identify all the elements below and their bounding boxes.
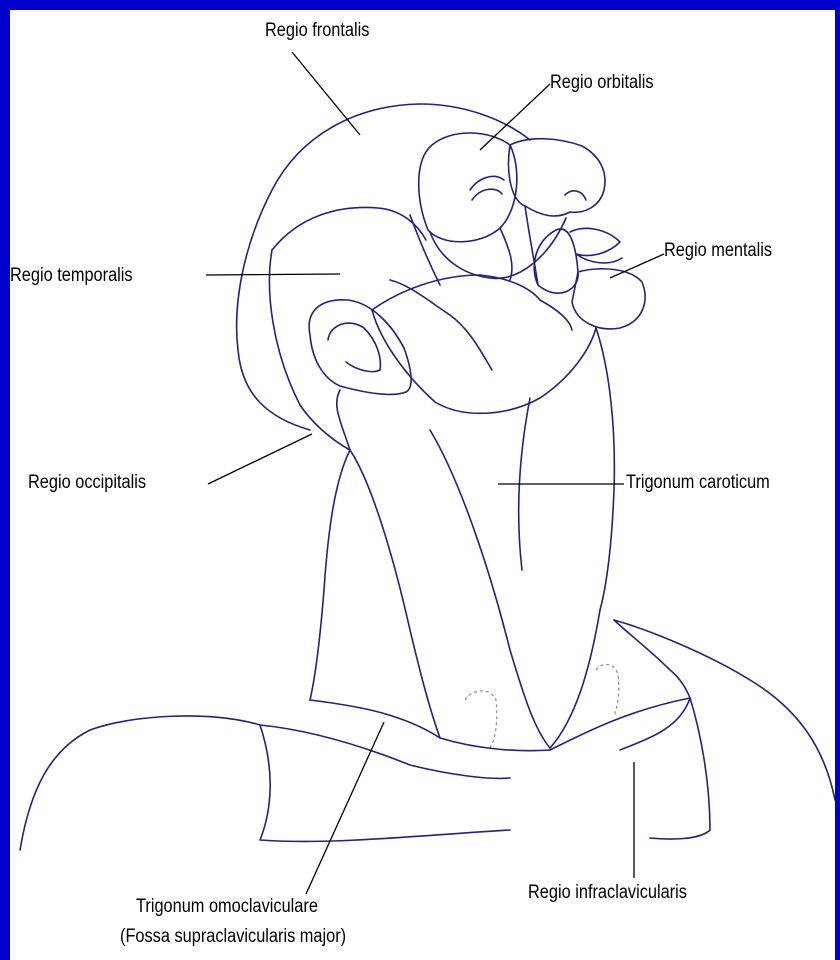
- label-regio-occipitalis: Regio occipitalis: [28, 472, 146, 494]
- label-trigonum-caroticum: Trigonum caroticum: [626, 472, 770, 494]
- leader-frontalis: [292, 52, 360, 135]
- diagram-canvas: Regio frontalis Regio orbitalis Regio te…: [10, 10, 835, 960]
- label-trigonum-omoclaviculare: Trigonum omoclaviculare: [136, 896, 318, 918]
- label-fossa-supraclavicularis: (Fossa supraclavicularis major): [120, 926, 346, 948]
- label-regio-orbitalis: Regio orbitalis: [550, 72, 654, 94]
- leader-occipitalis: [208, 434, 312, 484]
- leader-mentalis: [610, 254, 664, 278]
- label-regio-frontalis: Regio frontalis: [265, 20, 369, 42]
- label-regio-temporalis: Regio temporalis: [10, 265, 133, 287]
- leader-omoclaviculare: [306, 722, 384, 894]
- leader-temporalis: [206, 274, 340, 275]
- label-regio-infraclavicularis: Regio infraclavicularis: [528, 882, 687, 904]
- label-regio-mentalis: Regio mentalis: [664, 240, 772, 262]
- leader-orbitalis: [480, 84, 550, 150]
